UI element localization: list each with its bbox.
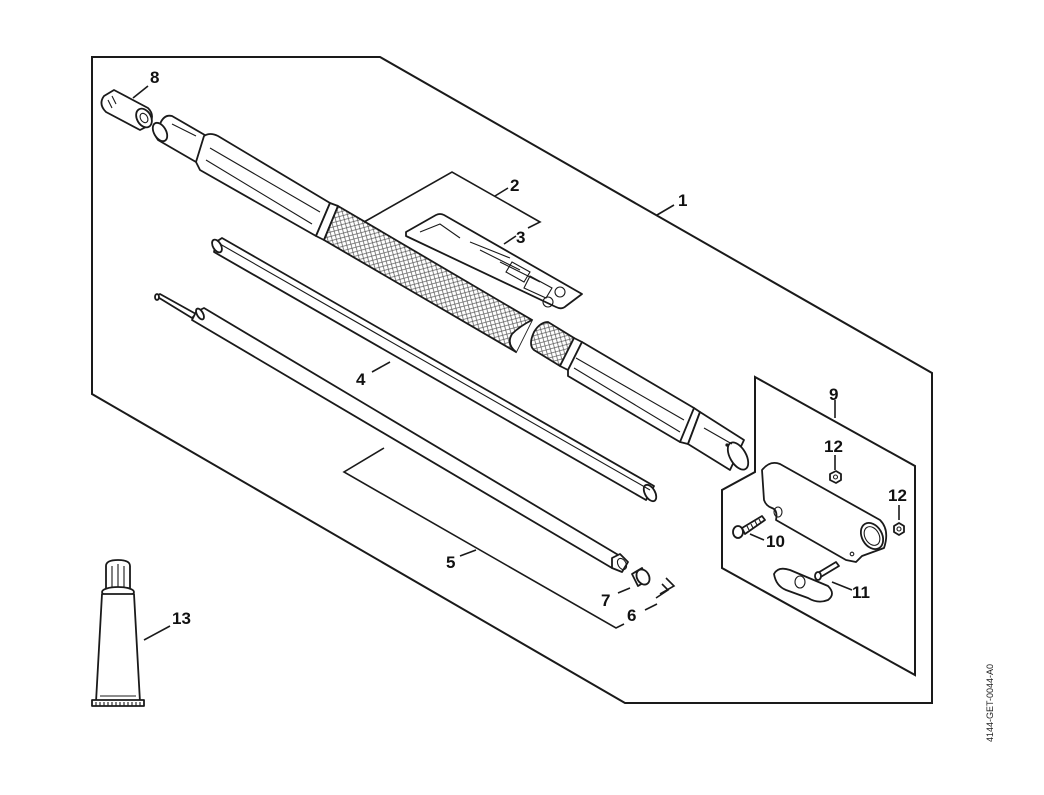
callout-5: 5 <box>446 553 455 572</box>
callout-3: 3 <box>516 228 525 247</box>
leader-1 <box>656 204 675 216</box>
bracket-5 <box>342 447 625 629</box>
callout-1: 1 <box>678 191 687 210</box>
callout-7: 7 <box>601 591 610 610</box>
leader-6 <box>644 603 658 611</box>
part-drive-shaft <box>154 293 629 573</box>
callout-11: 11 <box>852 583 870 602</box>
leader-11 <box>831 581 853 591</box>
callout-13: 13 <box>172 609 191 628</box>
part-nut-right <box>893 522 905 536</box>
document-id: 4144-GET-0044-A0 <box>985 664 995 742</box>
callout-6: 6 <box>627 606 636 625</box>
leader-5 <box>459 549 477 557</box>
assembly-frame <box>91 56 933 704</box>
callout-12-top: 12 <box>824 437 843 456</box>
clamp-frame <box>721 375 916 677</box>
part-spring-clip <box>655 577 676 599</box>
part-end-cap <box>100 89 153 131</box>
part-inner-tube <box>211 237 658 503</box>
callout-10: 10 <box>766 532 785 551</box>
part-wing-screw <box>773 561 840 603</box>
part-drive-tube <box>151 114 750 471</box>
leader-7 <box>617 587 631 594</box>
leader-10 <box>749 533 765 541</box>
leader-8 <box>132 85 149 99</box>
bracket-2 <box>363 171 542 229</box>
leader-2 <box>494 187 509 197</box>
part-grease-tube <box>91 559 145 707</box>
callout-9: 9 <box>829 385 838 404</box>
callout-12-right: 12 <box>888 486 907 505</box>
part-screw <box>732 515 766 539</box>
callout-8: 8 <box>150 68 159 87</box>
part-nut-top <box>829 470 842 484</box>
callout-4: 4 <box>356 370 366 389</box>
leader-3 <box>503 235 517 245</box>
callout-2: 2 <box>510 176 519 195</box>
leader-4 <box>371 361 391 373</box>
leader-13 <box>143 625 171 641</box>
part-clamp <box>761 461 888 563</box>
part-label <box>405 213 583 310</box>
part-bushing <box>631 567 651 587</box>
